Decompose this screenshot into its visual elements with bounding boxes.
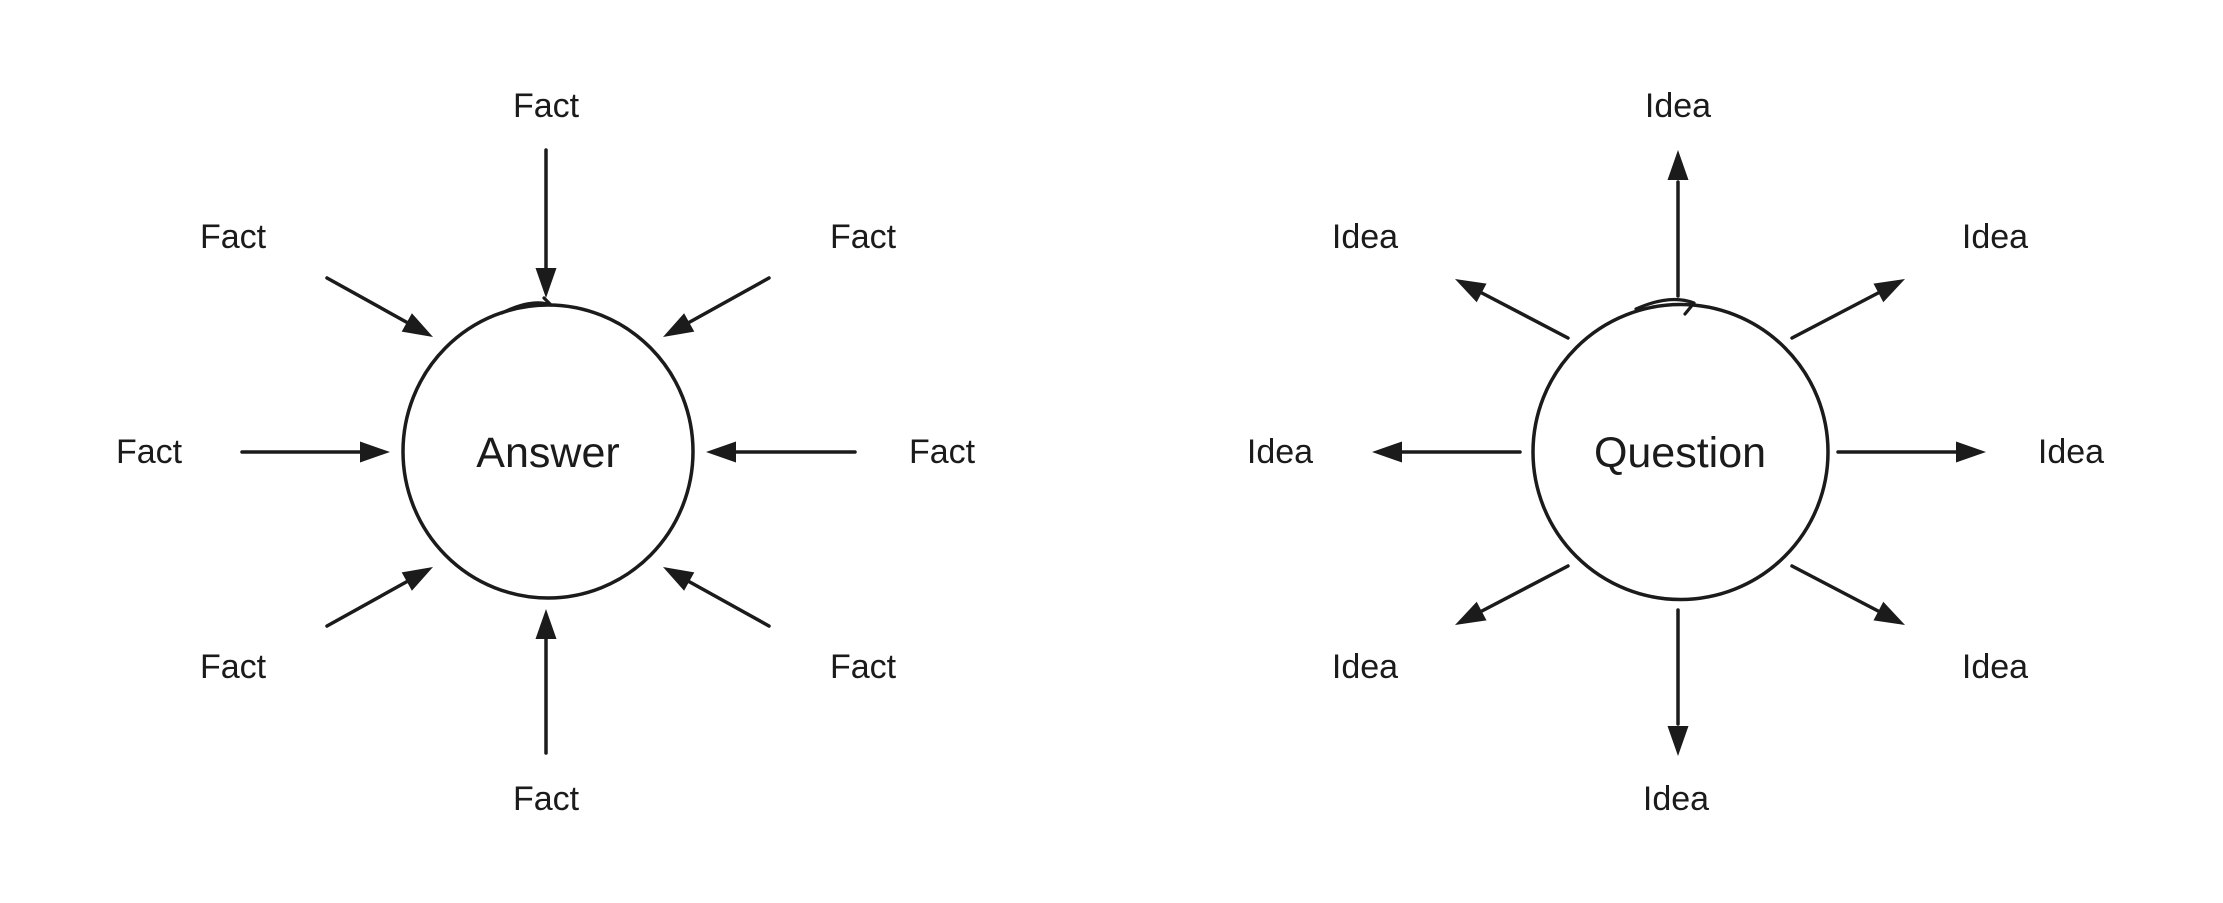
idea-label-top-left: Idea xyxy=(1332,218,1398,256)
arrow-head-bottom-left xyxy=(1455,601,1487,625)
arrow-head-top xyxy=(1667,150,1689,180)
idea-spoke-bottom-right: Idea xyxy=(1790,564,2028,686)
diagram-facts-into-answer: Answer Fact Fact Fact Fact Fact xyxy=(116,87,976,818)
idea-label-right: Idea xyxy=(2038,433,2104,471)
fact-label-top-right: Fact xyxy=(830,218,897,256)
idea-spoke-left: Idea xyxy=(1247,433,1522,471)
fact-label-top: Fact xyxy=(513,87,580,125)
arrow-head-bottom-left xyxy=(401,567,433,591)
idea-spoke-bottom: Idea xyxy=(1643,608,1709,818)
fact-label-top-left: Fact xyxy=(200,218,267,256)
idea-label-bottom-left: Idea xyxy=(1332,648,1398,686)
arrow-head-bottom xyxy=(535,609,557,639)
arrow-head-left xyxy=(1372,441,1402,463)
fact-label-right: Fact xyxy=(909,433,976,471)
arrow-shaft-bottom-left xyxy=(325,579,410,628)
arrow-head-top-left xyxy=(401,313,433,337)
fact-label-bottom-left: Fact xyxy=(200,648,267,686)
fact-spoke-bottom: Fact xyxy=(513,609,580,818)
arrow-shaft-top-right xyxy=(1790,290,1882,340)
fact-label-left: Fact xyxy=(116,433,183,471)
answer-center-label: Answer xyxy=(476,429,619,477)
arrow-head-right xyxy=(706,441,736,463)
idea-label-bottom: Idea xyxy=(1643,780,1709,818)
arrow-head-bottom xyxy=(1667,726,1689,756)
diagram-question-into-ideas: Question Idea Idea Idea Idea Idea xyxy=(1247,87,2104,818)
arrow-shaft-top-left xyxy=(1478,290,1570,340)
idea-spoke-top: Idea xyxy=(1645,87,1711,298)
fact-spoke-top: Fact xyxy=(513,87,580,298)
arrow-head-bottom-right xyxy=(1873,601,1905,625)
idea-spoke-top-left: Idea xyxy=(1332,218,1570,340)
idea-spoke-right: Idea xyxy=(1836,433,2104,471)
idea-label-left: Idea xyxy=(1247,433,1313,471)
idea-spoke-top-right: Idea xyxy=(1790,218,2028,340)
fact-spoke-top-right: Fact xyxy=(663,218,897,337)
arrow-head-top-right xyxy=(1873,279,1905,303)
idea-label-bottom-right: Idea xyxy=(1962,648,2028,686)
arrow-head-left xyxy=(360,441,390,463)
arrow-head-bottom-right xyxy=(663,567,695,591)
answer-circle-stroke-hook xyxy=(500,296,553,315)
idea-label-top: Idea xyxy=(1645,87,1711,125)
arrow-shaft-bottom-right xyxy=(1790,564,1882,614)
fact-spoke-left: Fact xyxy=(116,433,390,471)
fact-spoke-top-left: Fact xyxy=(200,218,433,337)
arrow-head-top-right xyxy=(663,313,695,337)
fact-spoke-bottom-left: Fact xyxy=(200,567,433,686)
arrow-shaft-top-right xyxy=(686,276,771,325)
idea-spoke-bottom-left: Idea xyxy=(1332,564,1570,686)
question-center-label: Question xyxy=(1594,429,1766,477)
question-circle xyxy=(1531,302,1830,602)
fact-spoke-bottom-right: Fact xyxy=(663,567,897,686)
arrow-head-top-left xyxy=(1455,279,1487,303)
idea-label-top-right: Idea xyxy=(1962,218,2028,256)
fact-label-bottom-right: Fact xyxy=(830,648,897,686)
question-circle-stroke-hook xyxy=(1634,297,1696,316)
arrow-shaft-top-left xyxy=(325,276,410,325)
arrow-shaft-bottom-right xyxy=(686,579,771,628)
fact-spoke-right: Fact xyxy=(706,433,976,471)
fact-label-bottom: Fact xyxy=(513,780,580,818)
arrow-head-top xyxy=(535,268,557,298)
arrow-shaft-bottom-left xyxy=(1478,564,1570,614)
arrow-head-right xyxy=(1956,441,1986,463)
